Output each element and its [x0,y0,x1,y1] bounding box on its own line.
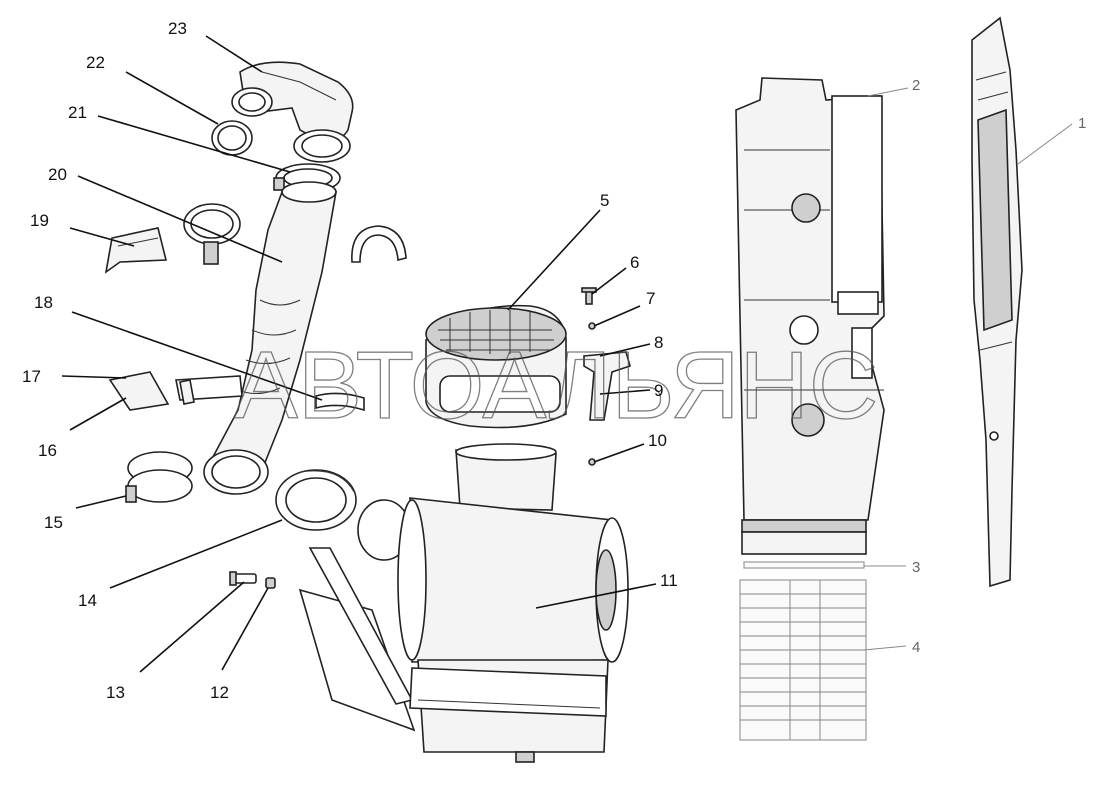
callout-3: 3 [912,559,920,576]
part-16-17-bracket [108,371,243,411]
callout-11: 11 [660,571,678,590]
callout-14: 14 [78,591,97,610]
part-3-gasket [743,561,865,569]
part-18-clamp [315,392,365,412]
callout-20: 20 [48,165,67,184]
callout-13: 13 [106,683,125,702]
callout-18: 18 [34,293,53,312]
callout-12: 12 [210,683,229,702]
callout-7: 7 [646,289,655,308]
part-23-intake-head [231,61,354,163]
callout-10: 10 [648,431,667,450]
part-5-filter-element [425,304,567,429]
callout-8: 8 [654,333,663,352]
part-13-bolt [229,571,257,586]
part-22-ring-clamp [211,120,253,156]
callout-labels: 1 2 3 4 5 6 7 8 9 10 11 12 13 14 15 16 1… [22,19,1086,702]
callout-2: 2 [912,77,920,94]
part-11-filter-housing [298,443,629,763]
part-20-intake-pipe [203,181,337,495]
pipe-clamp-open [351,225,407,263]
part-14-sleeve [275,469,357,531]
callout-1: 1 [1078,115,1086,132]
callout-19: 19 [30,211,49,230]
pipe-clamp-upper [183,203,241,265]
part-12-nut [265,577,276,589]
leader-lines [61,35,1073,673]
callout-5: 5 [600,191,609,210]
part-2-precleaner-housing [735,77,885,555]
callout-6: 6 [630,253,639,272]
watermark-text: АВТОАЛЬЯНС [234,332,878,439]
callout-16: 16 [38,441,57,460]
part-19-bracket [104,227,168,274]
callout-9: 9 [654,381,663,400]
part-15-band-clamp [125,451,193,503]
part-6-bolt [581,287,597,305]
callout-22: 22 [86,53,105,72]
part-1-side-panel [971,16,1023,588]
callout-15: 15 [44,513,63,532]
callout-21: 21 [68,103,87,122]
callout-4: 4 [912,639,920,656]
callout-17: 17 [22,367,41,386]
part-4-pleated-element [739,579,867,741]
callout-23: 23 [168,19,187,38]
part-8-9-bracket [583,351,631,421]
